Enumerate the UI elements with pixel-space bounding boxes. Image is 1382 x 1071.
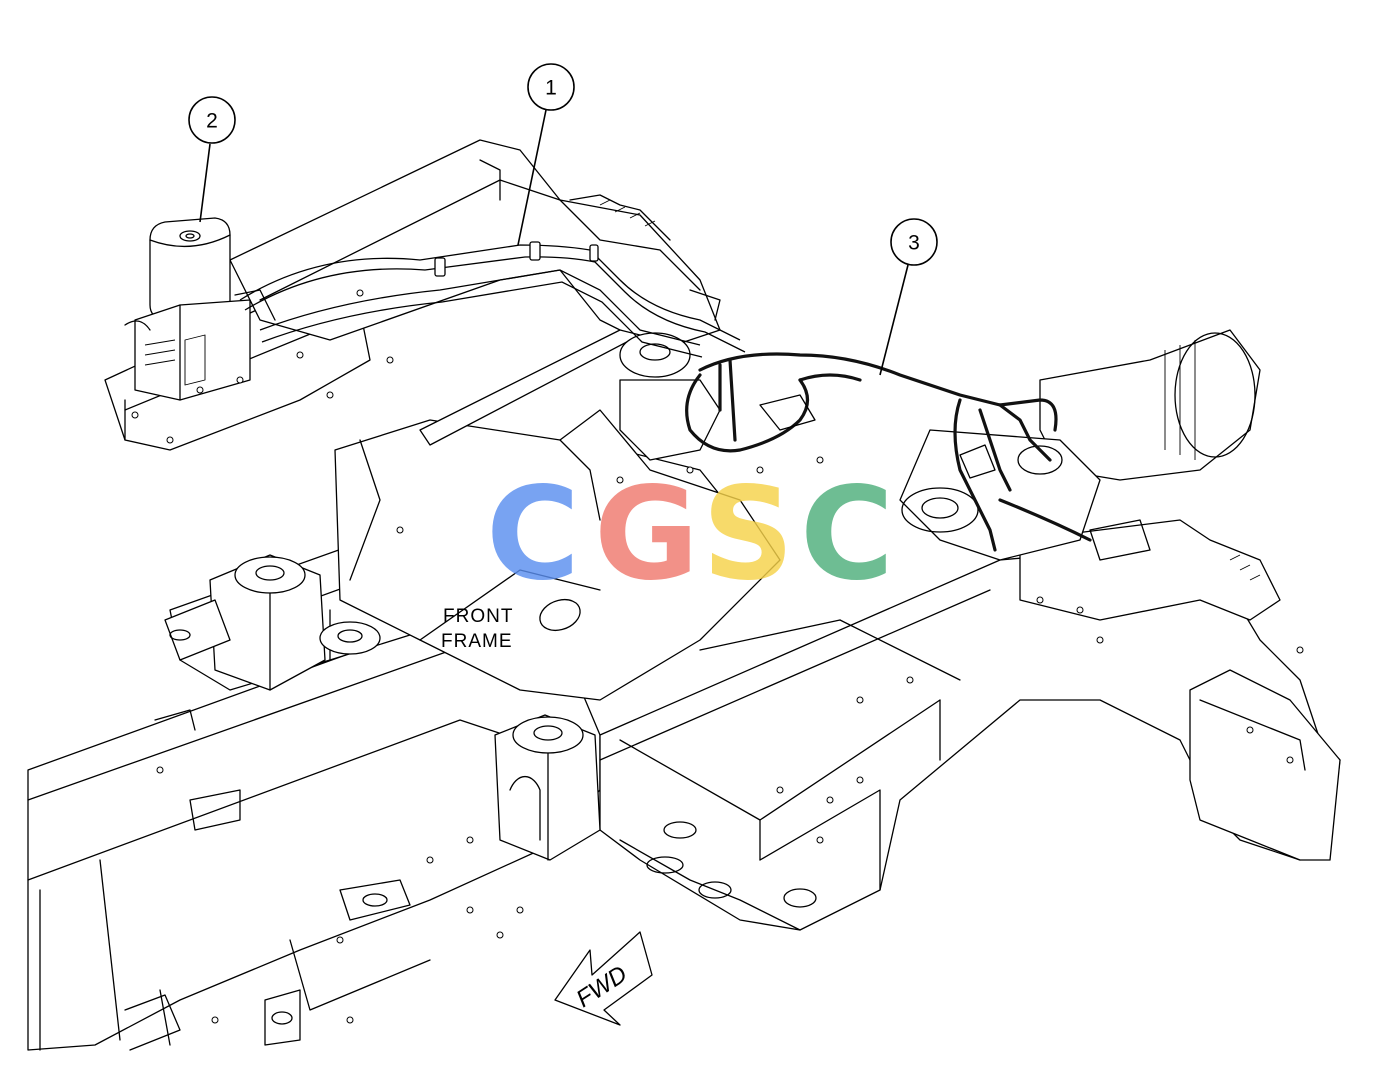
fwd-arrow: FWD [554,931,653,1026]
component-3-harness [685,352,1151,561]
callout-2-label: 2 [206,110,218,133]
callout-1: 1 [517,63,575,246]
front-frame-label-line2: FRAME [441,631,513,652]
component-2-reservoir [124,217,276,401]
callout-2: 2 [188,96,236,223]
watermark-letter-3: S [702,460,794,609]
callout-3-label: 3 [908,232,920,255]
watermark-letter-2: G [594,460,699,609]
watermark-letter-1: C [486,460,580,609]
front-frame-label: FRONT FRAME [441,606,513,652]
cgsc-watermark: C G S C [486,460,894,609]
callout-3: 3 [879,218,938,376]
component-1-hose [239,241,746,358]
callout-1-label: 1 [545,77,557,100]
fastener-dots [131,264,1304,1024]
front-frame-label-line1: FRONT [443,606,513,627]
watermark-letter-4: C [800,460,894,609]
